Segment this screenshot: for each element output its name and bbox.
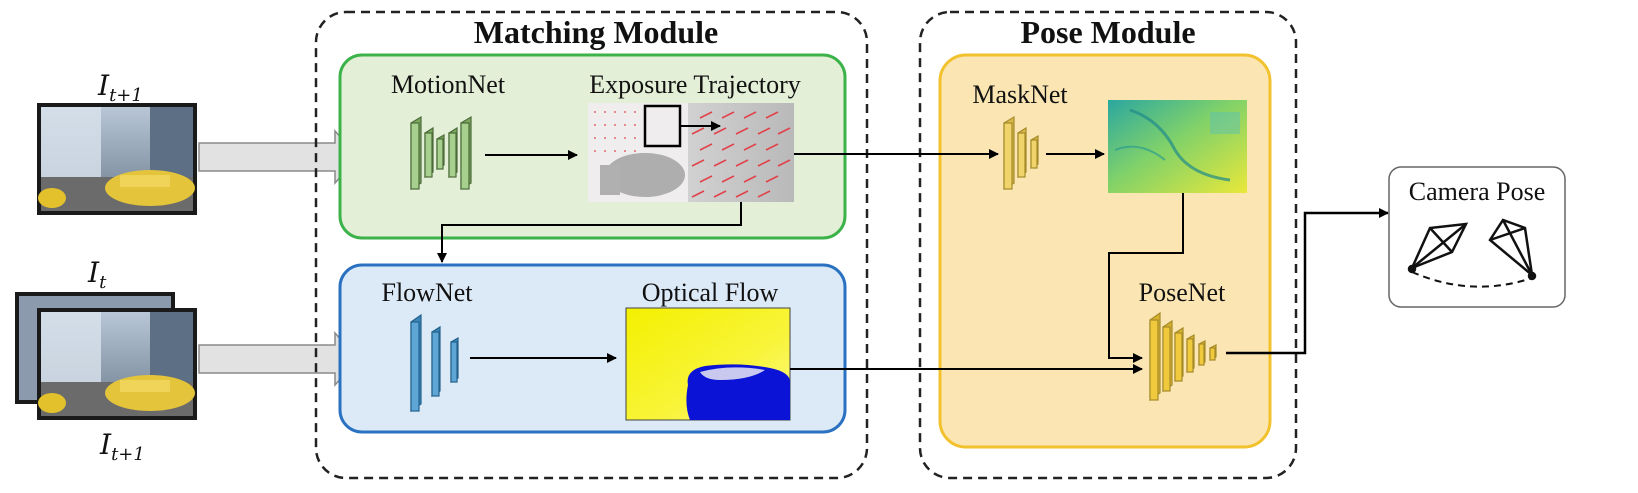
- pose-module-title: Pose Module: [1020, 14, 1195, 50]
- arrow-mask-posenet: [1108, 193, 1184, 363]
- motionnet-icon: [410, 115, 472, 191]
- input-arrow-bottom: [198, 331, 360, 387]
- camera-frustum-right-icon: [1488, 218, 1537, 281]
- arrow-posenet-camera: [1226, 208, 1389, 355]
- camera-pose-label: Camera Pose: [1409, 177, 1545, 206]
- matching-module-title: Matching Module: [474, 14, 718, 50]
- posenet-icon: [1149, 311, 1217, 402]
- arrow-exposure-flownet: [437, 202, 742, 263]
- flownet-label: FlowNet: [382, 278, 474, 307]
- posenet-label: PoseNet: [1139, 278, 1226, 307]
- label-i-t1-bottom: It+1: [99, 428, 145, 465]
- input-frame-stack: [15, 292, 197, 420]
- pose-module-box: [918, 10, 1298, 480]
- input-arrow-top: [198, 129, 360, 185]
- masknet-icon: [1003, 115, 1039, 191]
- label-i-t: It: [87, 256, 107, 293]
- input-frame-top: [37, 103, 197, 215]
- label-i-t1-top: It+1: [97, 69, 143, 106]
- exposure-label: Exposure Trajectory: [589, 70, 801, 99]
- flownet-icon: [410, 313, 459, 413]
- mask-image: [1108, 100, 1247, 193]
- masknet-label: MaskNet: [972, 80, 1068, 109]
- optical-flow-image: [625, 307, 791, 421]
- optical-flow-label: Optical Flow: [642, 278, 779, 307]
- exposure-trajectory-image: [588, 103, 794, 202]
- motionnet-label: MotionNet: [391, 70, 506, 99]
- matching-module-box: [314, 10, 869, 480]
- camera-trajectory-curve: [1411, 271, 1533, 288]
- camera-pose-box: [1388, 166, 1566, 308]
- camera-frustum-left-icon: [1407, 222, 1469, 274]
